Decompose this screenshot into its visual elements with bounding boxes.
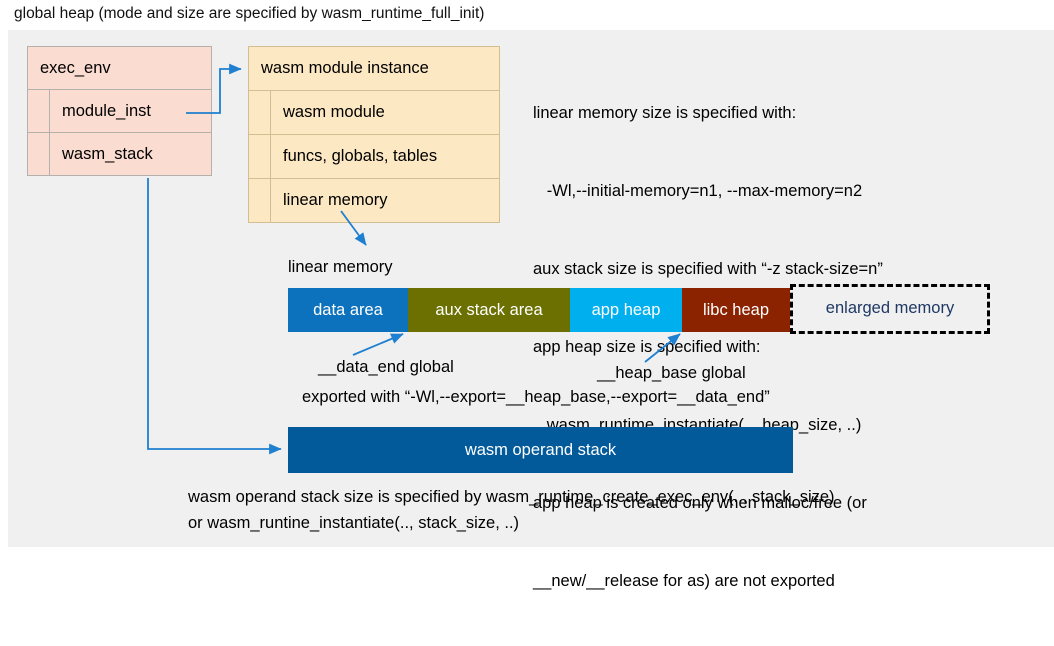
- memory-config-notes: linear memory size is specified with: -W…: [533, 48, 883, 646]
- exec-env-header-row: exec_env: [27, 46, 212, 90]
- note-line: linear memory size is specified with:: [533, 104, 797, 122]
- memory-segment-libc-heap: libc heap: [682, 288, 790, 332]
- exec-env-header-label: exec_env: [40, 58, 111, 77]
- module-instance-row-label: linear memory: [283, 191, 388, 209]
- exec-env-row-label: wasm_stack: [62, 144, 153, 163]
- indent-cell: [249, 91, 271, 134]
- operand-stack-notes: wasm operand stack size is specified by …: [188, 484, 835, 536]
- linear-memory-strip: data area aux stack area app heap libc h…: [288, 283, 990, 334]
- exec-env-row-wasm-stack: wasm_stack: [27, 132, 212, 176]
- memory-segment-app-heap: app heap: [570, 288, 682, 332]
- note-line: -Wl,--initial-memory=n1, --max-memory=n2: [533, 182, 863, 200]
- annotation-data-end-global: __data_end global: [318, 358, 454, 376]
- note-line: app heap is created only when malloc/fre…: [533, 494, 867, 512]
- indent-cell: [249, 135, 271, 178]
- note-line: __new/__release for as) are not exported: [533, 572, 835, 590]
- indent-cell: [28, 133, 50, 175]
- module-instance-row-linear-memory: linear memory: [248, 178, 500, 223]
- linear-memory-caption: linear memory: [288, 258, 393, 276]
- module-instance-row-label: funcs, globals, tables: [283, 147, 438, 165]
- module-instance-row-wasm-module: wasm module: [248, 90, 500, 135]
- memory-segment-enlarged-memory: enlarged memory: [790, 283, 990, 334]
- indent-cell: [249, 179, 271, 222]
- page-title: global heap (mode and size are specified…: [14, 5, 485, 22]
- module-instance-header-row: wasm module instance: [248, 46, 500, 91]
- wasm-operand-stack-bar: wasm operand stack: [288, 427, 793, 473]
- module-instance-row-label: wasm module: [283, 103, 385, 121]
- wasm-module-instance-box: wasm module instance wasm module funcs, …: [248, 46, 500, 223]
- note-line: aux stack size is specified with “-z sta…: [533, 260, 883, 278]
- operand-stack-note-line: or wasm_runtine_instantiate(.., stack_si…: [188, 514, 520, 532]
- note-line: app heap size is specified with:: [533, 338, 761, 356]
- memory-segment-data-area: data area: [288, 288, 408, 332]
- exec-env-row-module-inst: module_inst: [27, 89, 212, 133]
- exec-env-box: exec_env module_inst wasm_stack: [27, 46, 212, 176]
- module-instance-header-label: wasm module instance: [261, 59, 429, 77]
- operand-stack-note-line: wasm operand stack size is specified by …: [188, 488, 835, 506]
- module-instance-row-funcs-globals-tables: funcs, globals, tables: [248, 134, 500, 179]
- indent-cell: [28, 90, 50, 132]
- memory-segment-aux-stack-area: aux stack area: [408, 288, 570, 332]
- exec-env-row-label: module_inst: [62, 101, 151, 120]
- annotation-exported-with: exported with “-Wl,--export=__heap_base,…: [302, 388, 770, 406]
- annotation-heap-base-global: __heap_base global: [597, 364, 746, 382]
- diagram-canvas: global heap (mode and size are specified…: [8, 5, 1054, 590]
